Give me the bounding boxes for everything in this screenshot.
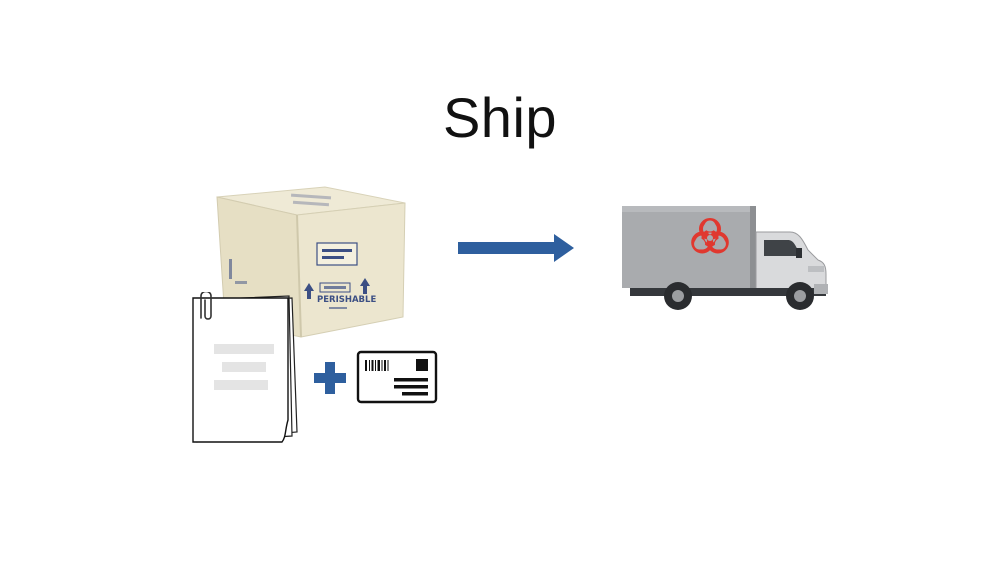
front-wheel-icon (786, 282, 814, 310)
biohazard-truck-image (622, 206, 828, 310)
shipping-label-image (356, 350, 438, 404)
paperclip-icon (200, 292, 212, 320)
rear-wheel-icon (664, 282, 692, 310)
slide-title: Ship (442, 85, 558, 149)
barcode-icon (365, 360, 389, 371)
postage-stamp-icon (416, 359, 428, 371)
paper-document-image (192, 292, 298, 443)
biohazard-icon (691, 218, 729, 254)
right-arrow-icon (458, 234, 574, 262)
perishable-label: PERISHABLE (317, 295, 376, 305)
plus-icon (314, 362, 346, 394)
